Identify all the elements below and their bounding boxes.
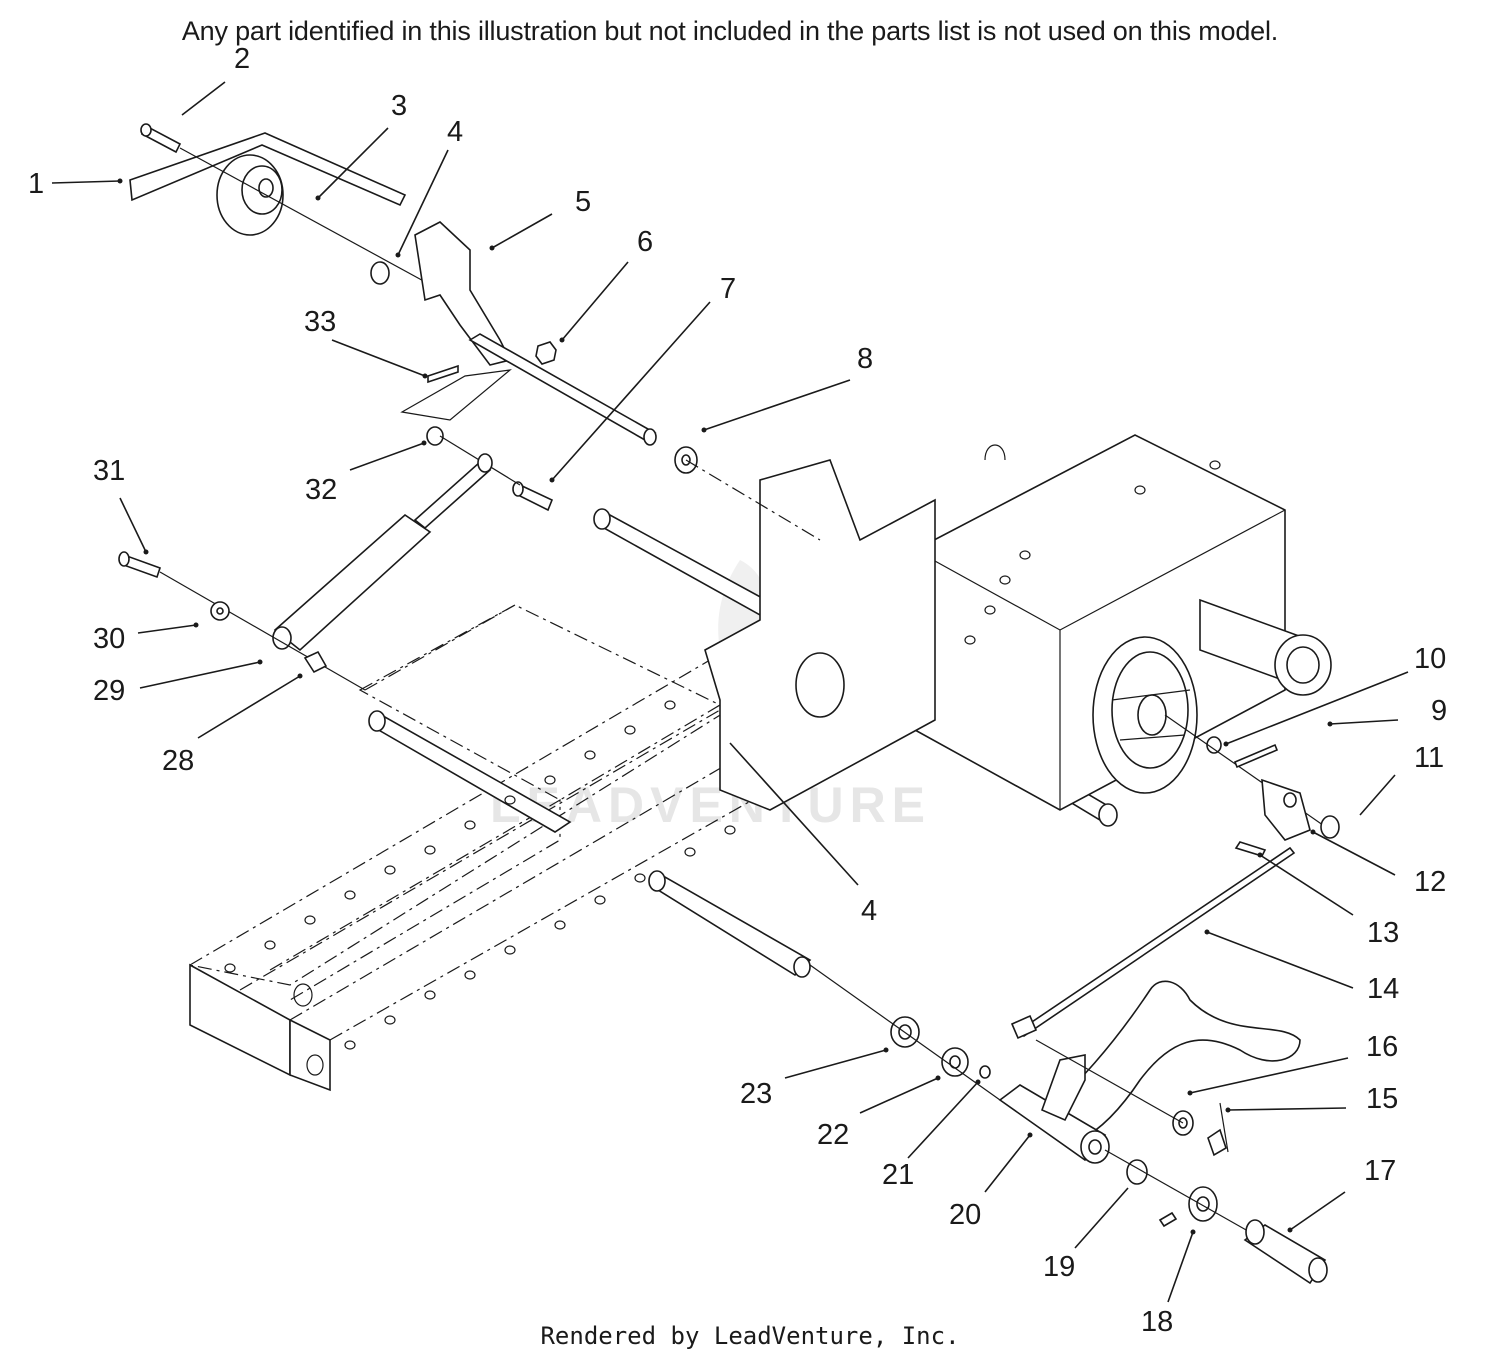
callout-21: 21 [882,1159,914,1191]
callout-20: 20 [949,1199,981,1231]
callout-30: 30 [93,623,125,655]
callout-18: 18 [1141,1306,1173,1338]
callout-15: 15 [1366,1083,1398,1115]
transaxle [704,434,1332,811]
callout-1: 1 [28,168,44,200]
callout-9: 9 [1431,695,1447,727]
leader-lines [51,81,1409,1303]
callout-7: 7 [720,273,736,305]
callout-4: 4 [447,116,463,148]
header-note: Any part identified in this illustration… [181,16,1279,46]
callout-2: 2 [234,43,250,75]
callout-23: 23 [740,1078,772,1110]
callout-17: 17 [1364,1155,1396,1187]
callout-29: 29 [93,675,125,707]
callout-11: 11 [1414,742,1444,774]
footer-credit: Rendered by LeadVenture, Inc. [540,1322,960,1350]
callout-14: 14 [1367,973,1399,1005]
linkage-assembly [1010,714,1340,1040]
callout-32: 32 [305,474,337,506]
callout-8: 8 [857,343,873,375]
callout-3: 3 [391,90,407,122]
callout-10: 10 [1414,643,1446,675]
callout-5: 5 [575,186,591,218]
shock-assembly [118,426,554,691]
callout-labels: 1 2 3 4 5 6 7 8 9 10 11 12 13 14 15 16 1… [28,43,1447,1338]
leader-dots [117,178,1333,1235]
callout-6: 6 [637,226,653,258]
frame [188,508,1118,1092]
pedal-assembly [809,964,1328,1285]
callout-33: 33 [304,306,336,338]
callout-4b: 4 [861,895,877,927]
callout-13: 13 [1367,917,1399,949]
callout-28: 28 [162,745,194,777]
callout-16: 16 [1366,1031,1398,1063]
callout-19: 19 [1043,1251,1075,1283]
callout-31: 31 [93,455,125,487]
callout-22: 22 [817,1119,849,1151]
callout-12: 12 [1414,866,1446,898]
pulley-assembly [129,123,821,541]
